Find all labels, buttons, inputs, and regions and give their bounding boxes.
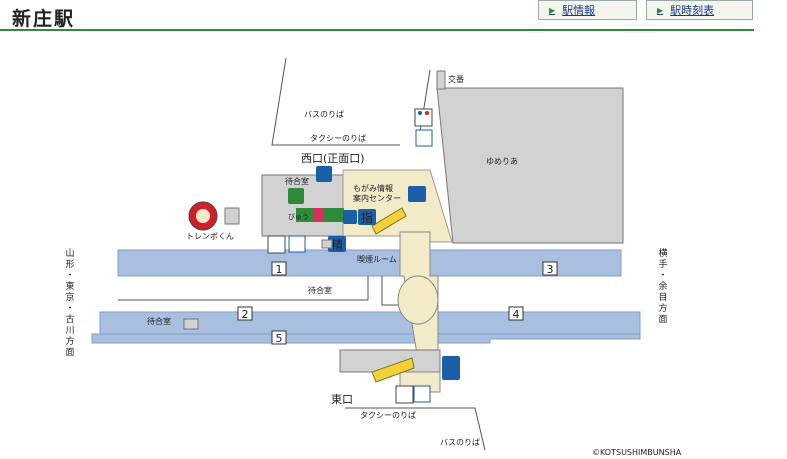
info-center-label-2: 案内センター [353, 193, 401, 203]
platform-3-marker [542, 261, 558, 276]
svg-text:川: 川 [65, 326, 74, 336]
svg-text:面: 面 [658, 314, 667, 325]
shop-block-2 [324, 208, 344, 222]
svg-text:形: 形 [65, 258, 74, 270]
copyright-label: ©KOTSUSHIMBUNSHA [592, 448, 682, 457]
road-outline-east [345, 407, 486, 451]
platform-2-marker [237, 306, 253, 321]
platform-3-label: 3 [547, 263, 554, 276]
bus-stop-label: バスのりば [304, 110, 344, 119]
toilet-male-head [418, 111, 422, 115]
platform-2-label: 2 [242, 308, 249, 321]
shop-block [313, 208, 327, 222]
road-outline-west [271, 57, 400, 146]
underpass-left [118, 276, 369, 301]
platform-1-3 [117, 249, 622, 277]
platform-5 [91, 333, 641, 344]
svg-text:東: 東 [65, 280, 74, 292]
platform-5-label: 5 [276, 332, 283, 345]
locker-icon [316, 166, 332, 182]
waiting-room-label-3: 待合室 [147, 316, 171, 326]
svg-text:方: 方 [65, 335, 74, 347]
arrow-right-icon: ▶ [549, 5, 556, 15]
mascot-name-label: トレンボくん [186, 232, 234, 241]
bridge-rotunda [397, 275, 439, 325]
west-concourse [342, 169, 453, 243]
view-plaza-label: びゅう [288, 213, 309, 221]
exit-east-label: 東口 [331, 393, 353, 406]
timetable-label: 駅時刻表 [670, 4, 715, 17]
yumeria-label: ゆめりあ [486, 157, 518, 166]
direction-right-label: 横 手 ・ 余 目 方 面 [658, 247, 667, 325]
arrow-right-icon: ▶ [657, 5, 664, 15]
police-box-label: 交番 [448, 74, 464, 84]
svg-text:山: 山 [65, 248, 74, 259]
police-box [436, 70, 446, 90]
toilet-icon [414, 108, 433, 127]
platform-1-marker [271, 261, 287, 276]
station-info-label: 駅情報 [562, 4, 596, 17]
toilet-female-head [425, 111, 429, 115]
taxi-stop-label-east: タクシーのりば [360, 411, 416, 420]
wheelchair-icon [413, 385, 431, 403]
ticket-office-char: 指 [361, 210, 373, 225]
ticket-office-sign [358, 209, 376, 225]
page-title: 新庄駅 [12, 8, 76, 30]
timetable-button[interactable]: ▶ 駅時刻表 [646, 0, 753, 20]
view-plaza-block [296, 208, 318, 222]
wheelchair-icon [415, 129, 433, 147]
waiting-room-icon [288, 188, 304, 204]
platform-waiting-room [183, 318, 199, 330]
west-stairs [371, 207, 407, 235]
exit-west-label: 西口(正面口) [301, 152, 365, 165]
platform-5-marker [271, 330, 287, 345]
taxi-stop-label: タクシーのりば [310, 134, 366, 143]
platform-4-label: 4 [513, 308, 520, 321]
mascot-face [196, 209, 210, 223]
svg-text:面: 面 [65, 347, 74, 358]
smoking-room-label: 喫煙ルーム [357, 254, 397, 264]
kiosk-block [224, 207, 240, 225]
info-center-label-1: もがみ情報 [353, 183, 393, 193]
svg-text:古: 古 [65, 313, 74, 325]
svg-text:京: 京 [65, 291, 74, 303]
bus-stop-label-east: バスのりば [440, 438, 480, 447]
svg-text:横: 横 [658, 247, 667, 259]
platform-waiting-room [321, 239, 333, 249]
direction-left-label: 山 形 ・ 東 京 ・ 古 川 方 面 [65, 248, 74, 358]
platform-2-4 [99, 311, 641, 335]
underpass-right [381, 276, 402, 306]
toilet-icon [395, 385, 414, 404]
wheelchair-icon [288, 235, 306, 253]
platform-1-label: 1 [276, 263, 283, 276]
svg-text:・: ・ [658, 271, 667, 281]
svg-text:・: ・ [65, 271, 74, 281]
svg-text:手: 手 [658, 258, 667, 270]
fare-adjust-char: 精 [331, 238, 343, 252]
svg-text:・: ・ [65, 304, 74, 314]
waiting-room-label-2: 待合室 [308, 285, 332, 295]
toilet-icon [267, 235, 286, 254]
svg-text:目: 目 [658, 292, 667, 303]
yumeria-building [436, 87, 624, 244]
waiting-room-label: 待合室 [285, 176, 309, 186]
elevator-icon [408, 186, 426, 202]
title-divider [0, 29, 754, 31]
svg-text:余: 余 [658, 280, 667, 292]
station-info-button[interactable]: ▶ 駅情報 [538, 0, 637, 20]
ticket-gate-icon [343, 210, 357, 224]
svg-text:方: 方 [658, 302, 667, 314]
platform-4-marker [508, 306, 524, 321]
east-stairs [371, 357, 415, 383]
elevator-icon [442, 356, 460, 380]
